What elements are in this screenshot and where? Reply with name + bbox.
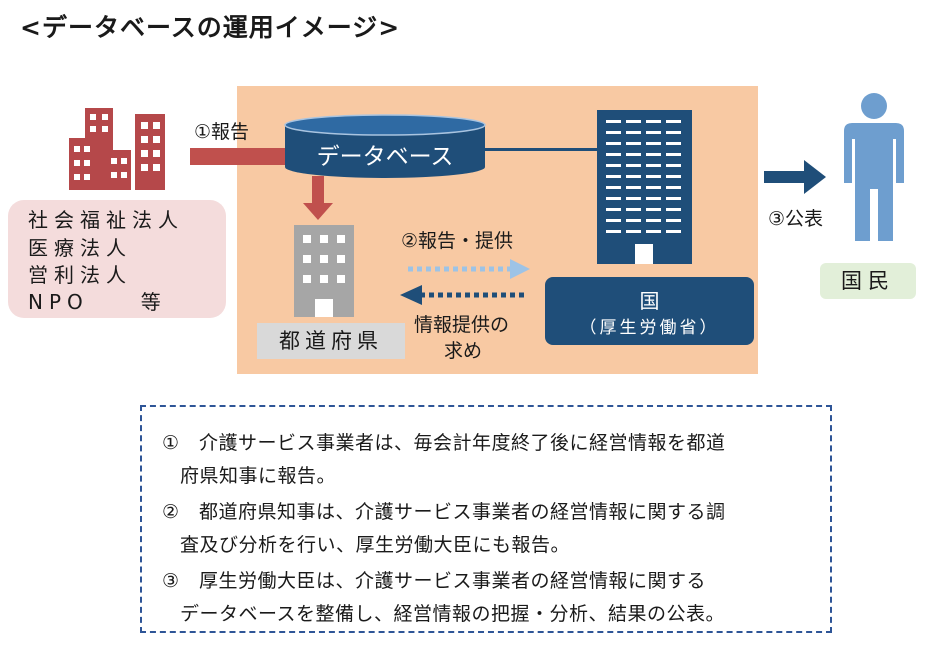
window-strip — [666, 164, 681, 167]
window-strip — [666, 197, 681, 200]
note-2-line2: 査及び分析を行い、厚生労働大臣にも報告。 — [180, 534, 571, 556]
person-icon — [844, 93, 904, 241]
report-arrow — [190, 148, 290, 165]
window-strip — [626, 120, 641, 123]
prefecture-building-icon — [294, 225, 354, 317]
window-strip — [666, 208, 681, 211]
window-strip — [626, 142, 641, 145]
window-strip — [606, 175, 621, 178]
step2-report-provide-label: ②報告・提供 — [401, 230, 514, 252]
info-request-label-line1: 情報提供の — [414, 314, 510, 336]
report-provide-arrow — [408, 259, 530, 279]
db-to-prefecture-arrowhead — [303, 203, 333, 220]
window-strip — [626, 230, 641, 233]
window-strip — [606, 131, 621, 134]
db-to-prefecture-arrow — [312, 176, 324, 206]
window-strip — [666, 219, 681, 222]
window-strip — [646, 142, 661, 145]
window-strip — [606, 208, 621, 211]
window-strip — [666, 142, 681, 145]
window-strip — [626, 164, 641, 167]
window-strip — [646, 164, 661, 167]
government-building-icon — [597, 110, 692, 264]
info-request-arrow — [400, 285, 524, 305]
window-strip — [646, 230, 661, 233]
window-strip — [606, 230, 621, 233]
window-strip — [626, 197, 641, 200]
window-strip — [646, 197, 661, 200]
provider-npo: NPO 等 — [28, 290, 167, 314]
government-ministry: （厚生労働省） — [579, 318, 720, 338]
window-strip — [626, 175, 641, 178]
page-title: <データベースの運用イメージ> — [20, 13, 401, 42]
window-strip — [666, 230, 681, 233]
window-strip — [626, 219, 641, 222]
window-strip — [666, 153, 681, 156]
note-3-line2: データベースを整備し、経営情報の把握・分析、結果の公表。 — [180, 603, 726, 625]
window-strip — [626, 153, 641, 156]
window-strip — [606, 219, 621, 222]
step3-publish-label: ③公表 — [768, 208, 824, 230]
company-buildings-icon — [69, 108, 165, 190]
step1-report-label: ①報告 — [194, 121, 250, 143]
window-strip — [646, 120, 661, 123]
provider-social-welfare: 社会福祉法人 — [28, 208, 184, 232]
provider-medical: 医療法人 — [28, 236, 132, 260]
window-strip — [646, 219, 661, 222]
window-strip — [646, 175, 661, 178]
note-1-line1: ① 介護サービス事業者は、毎会計年度終了後に経営情報を都道 — [162, 432, 726, 454]
window-strip — [646, 208, 661, 211]
window-strip — [606, 153, 621, 156]
window-strip — [606, 186, 621, 189]
note-1-line2: 府県知事に報告。 — [180, 465, 337, 487]
database-icon — [284, 114, 486, 178]
window-strip — [606, 120, 621, 123]
window-strip — [666, 131, 681, 134]
window-strip — [646, 153, 661, 156]
window-strip — [646, 186, 661, 189]
window-strip — [646, 131, 661, 134]
window-strip — [666, 186, 681, 189]
public-label: 国民 — [820, 263, 916, 299]
db-govt-connector — [470, 148, 600, 151]
window-strip — [626, 208, 641, 211]
info-request-label-line2: 求め — [444, 340, 483, 362]
window-strip — [626, 131, 641, 134]
database-label: データベース — [316, 144, 454, 170]
government-box: 国 （厚生労働省） — [545, 277, 754, 345]
notes-box: ① 介護サービス事業者は、毎会計年度終了後に経営情報を都道 府県知事に報告。 ②… — [140, 405, 832, 633]
window-strip — [626, 186, 641, 189]
window-strip — [606, 197, 621, 200]
window-strip — [666, 120, 681, 123]
provider-box: 社会福祉法人 医療法人 営利法人 NPO 等 — [8, 200, 226, 318]
provider-for-profit: 営利法人 — [28, 263, 132, 287]
window-strip — [606, 142, 621, 145]
note-3-line1: ③ 厚生労働大臣は、介護サービス事業者の経営情報に関する — [162, 570, 707, 592]
publish-arrow — [764, 160, 826, 194]
window-strip — [666, 175, 681, 178]
government-name: 国 — [639, 289, 660, 313]
prefecture-label: 都道府県 — [257, 323, 405, 359]
window-strip — [606, 164, 621, 167]
note-2-line1: ② 都道府県知事は、介護サービス事業者の経営情報に関する調 — [162, 501, 726, 523]
